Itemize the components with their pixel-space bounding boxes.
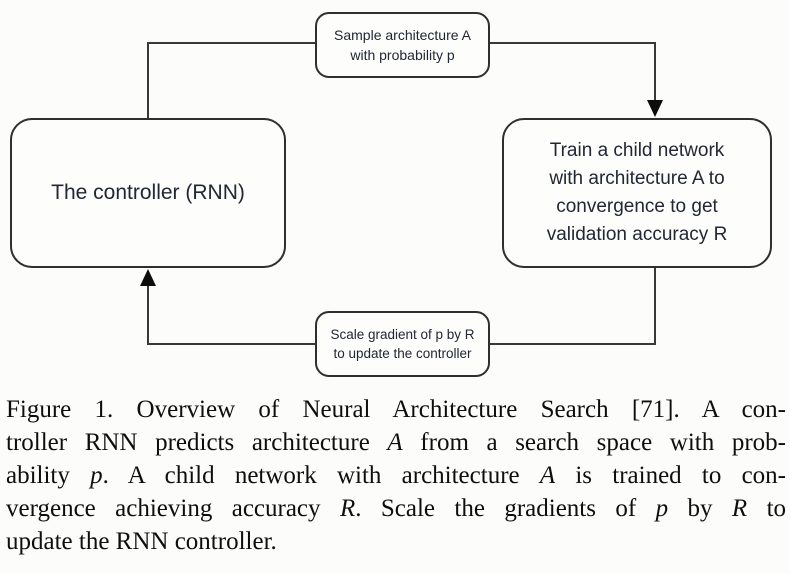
connector-sample-to-train bbox=[490, 42, 656, 102]
node-train-child-network: Train a child network with architecture … bbox=[502, 118, 772, 268]
caption-line-2: troller RNN predicts architecture A from… bbox=[6, 429, 786, 456]
node-controller-rnn: The controller (RNN) bbox=[10, 118, 286, 268]
caption-line-5: update the RNN controller. bbox=[6, 528, 277, 555]
node-sample-architecture: Sample architecture A with probability p bbox=[315, 12, 490, 78]
caption-line-3: ability p. A child network with architec… bbox=[6, 462, 786, 489]
arrowhead-into-controller-icon bbox=[140, 269, 156, 286]
connector-train-to-scale bbox=[490, 268, 656, 345]
figure-diagram: Sample architecture A with probability p… bbox=[10, 12, 772, 377]
caption-line-4: vergence achieving accuracy R. Scale the… bbox=[6, 495, 787, 522]
figure-caption: Figure 1. Overview of Neural Architectur… bbox=[6, 393, 786, 558]
caption-line-1: Figure 1. Overview of Neural Architectur… bbox=[6, 396, 786, 423]
connector-scale-to-controller bbox=[147, 285, 315, 345]
node-scale-gradient: Scale gradient of p by R to update the c… bbox=[315, 311, 490, 377]
arrowhead-into-train-icon bbox=[647, 100, 663, 117]
diagram-connectors bbox=[140, 42, 663, 345]
connector-controller-to-sample bbox=[147, 42, 315, 118]
